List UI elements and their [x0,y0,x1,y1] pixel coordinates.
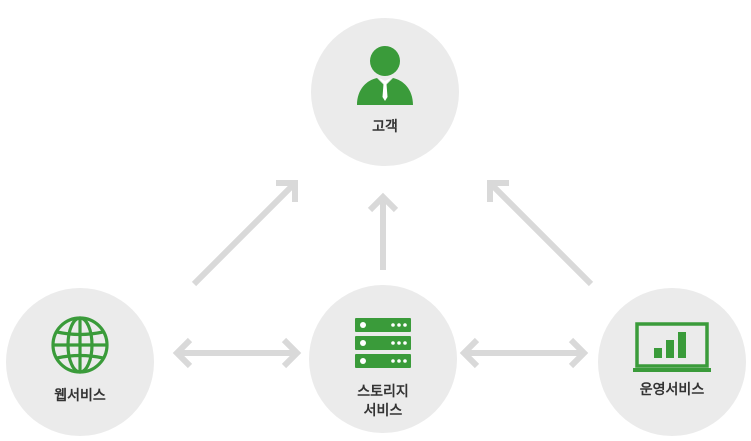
person-icon [357,46,413,105]
arrow-web-storage-bidirectional [172,337,302,369]
customer-label: 고객 [372,119,398,135]
customer-node: 고객 [311,18,459,166]
storage-service-label-line1: 스토리지 [357,384,409,400]
storage-service-node: 스토리지 서비스 [309,285,457,433]
monitor-chart-icon [633,322,711,372]
arrow-storage-ops-bidirectional [459,337,589,369]
arrow-web-to-customer [191,180,298,287]
globe-icon [51,316,109,374]
arrow-storage-to-customer [367,192,399,270]
server-icon [355,318,411,368]
web-service-node: 웹서비스 [6,288,154,436]
web-service-label: 웹서비스 [54,388,106,404]
arrow-ops-to-customer [487,180,594,287]
ops-service-label: 운영서비스 [639,382,705,398]
ops-service-node: 운영서비스 [598,288,746,436]
storage-service-label-line2: 서비스 [363,403,403,419]
